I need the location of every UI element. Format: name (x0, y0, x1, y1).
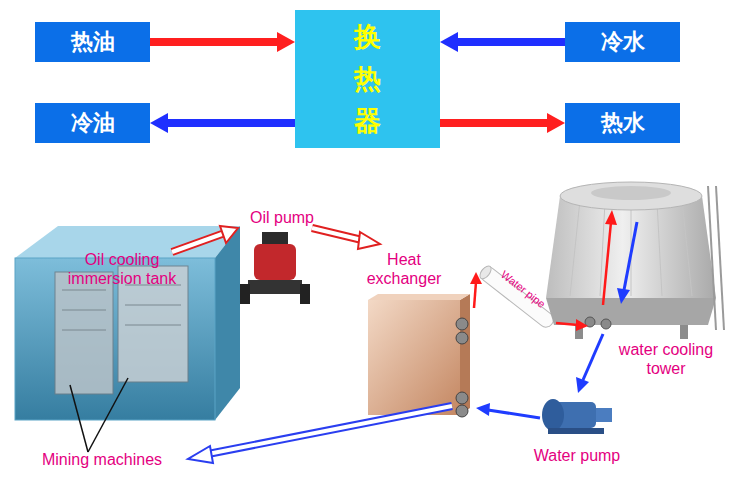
tower-top (560, 182, 702, 210)
process-box: 冷水 (565, 22, 680, 62)
fin (62, 290, 106, 291)
arrow-head (547, 113, 565, 133)
flow-line (474, 282, 476, 308)
oil-flow-arrows (172, 226, 380, 252)
tower-ribs (570, 200, 692, 296)
pump-volute (542, 399, 564, 431)
ladder-rail (716, 186, 724, 330)
ladder-rail (708, 186, 716, 330)
part-label: Oil pump (236, 208, 328, 227)
immersion-tank (15, 226, 240, 420)
port (456, 318, 468, 330)
flow-head (576, 319, 588, 331)
flow-shaft-inner (172, 234, 222, 252)
pump-shaft (596, 408, 612, 422)
arrow-shaft (440, 119, 549, 127)
flow-head (576, 377, 589, 393)
pump-flange (240, 284, 250, 304)
return-flow-arrow (188, 406, 452, 463)
pipe-body (478, 264, 557, 330)
flow-arrow (440, 32, 565, 52)
process-box: 热油 (35, 22, 150, 62)
water-flow-arrows (470, 210, 637, 418)
flow-head (476, 403, 490, 416)
arrow-shaft (456, 38, 565, 46)
arrow-shaft (150, 38, 279, 46)
node-label: 冷油 (71, 108, 115, 138)
exchanger-top (368, 294, 470, 300)
pump-housing (248, 280, 302, 294)
flow-line (583, 334, 603, 380)
pipe-end (478, 264, 494, 281)
part-label: Mining machines (22, 450, 182, 469)
tower-port (601, 319, 611, 329)
flow-line (556, 323, 578, 325)
flow-shaft (172, 234, 222, 252)
process-box: 冷油 (35, 103, 150, 143)
cooling-tower (546, 182, 724, 339)
flow-head (220, 226, 238, 243)
pump-motor-cap (262, 232, 288, 246)
arrow-head (277, 32, 295, 52)
flow-shaft (208, 406, 452, 454)
port (456, 405, 468, 417)
flow-head (470, 272, 482, 284)
pump-base (548, 428, 604, 434)
rib (682, 200, 692, 296)
tower-fan (591, 186, 671, 200)
fin (62, 310, 106, 311)
flow-line (624, 222, 637, 290)
flow-line (488, 410, 540, 418)
tower-leg (680, 325, 688, 339)
arrow-shaft (166, 119, 295, 127)
flow-line (603, 222, 611, 305)
port (456, 392, 468, 404)
exchanger-plate (368, 300, 460, 415)
flow-head (188, 446, 213, 463)
leader-line (70, 385, 88, 452)
arrow-head (150, 113, 168, 133)
fin (62, 330, 106, 331)
port (456, 332, 468, 344)
leader-line (88, 378, 128, 452)
rib (657, 202, 662, 296)
pump-flange (300, 284, 310, 304)
flow-head (617, 288, 630, 304)
flow-arrow (150, 32, 295, 52)
node-label: 热水 (601, 108, 645, 138)
fin (125, 305, 181, 306)
part-label: Heat exchanger (352, 250, 456, 288)
rib (570, 200, 580, 296)
part-label: Water pump (518, 446, 636, 465)
machine-fins (62, 285, 181, 330)
flow-arrow (440, 113, 565, 133)
oil-pump (240, 232, 310, 304)
pump-body (254, 244, 296, 280)
node-label: 冷水 (601, 27, 645, 57)
flow-shaft (312, 228, 362, 240)
process-box: 热水 (565, 103, 680, 143)
part-label: water cooling tower (603, 340, 729, 378)
vertical-label: 换 热 器 (351, 16, 383, 142)
leader-lines (70, 378, 128, 452)
plate-heat-exchanger (368, 294, 470, 417)
flow-shaft-inner (312, 228, 362, 240)
arrow-head (440, 32, 458, 52)
mining-machine (55, 272, 113, 394)
exchanger-box: 换 热 器 (295, 10, 440, 148)
water-pipe (478, 264, 557, 330)
node-label: 热油 (71, 27, 115, 57)
flow-arrow (150, 113, 295, 133)
fin (125, 325, 181, 326)
flow-head (358, 232, 380, 249)
flow-shaft-inner (208, 406, 452, 454)
part-label: Oil cooling immersion tank (58, 250, 186, 288)
water-pump (542, 399, 612, 434)
tower-body (546, 196, 716, 298)
tank-side (215, 226, 240, 420)
tower-ladder (708, 186, 724, 330)
tower-basin (546, 298, 716, 325)
flow-head (605, 210, 617, 225)
